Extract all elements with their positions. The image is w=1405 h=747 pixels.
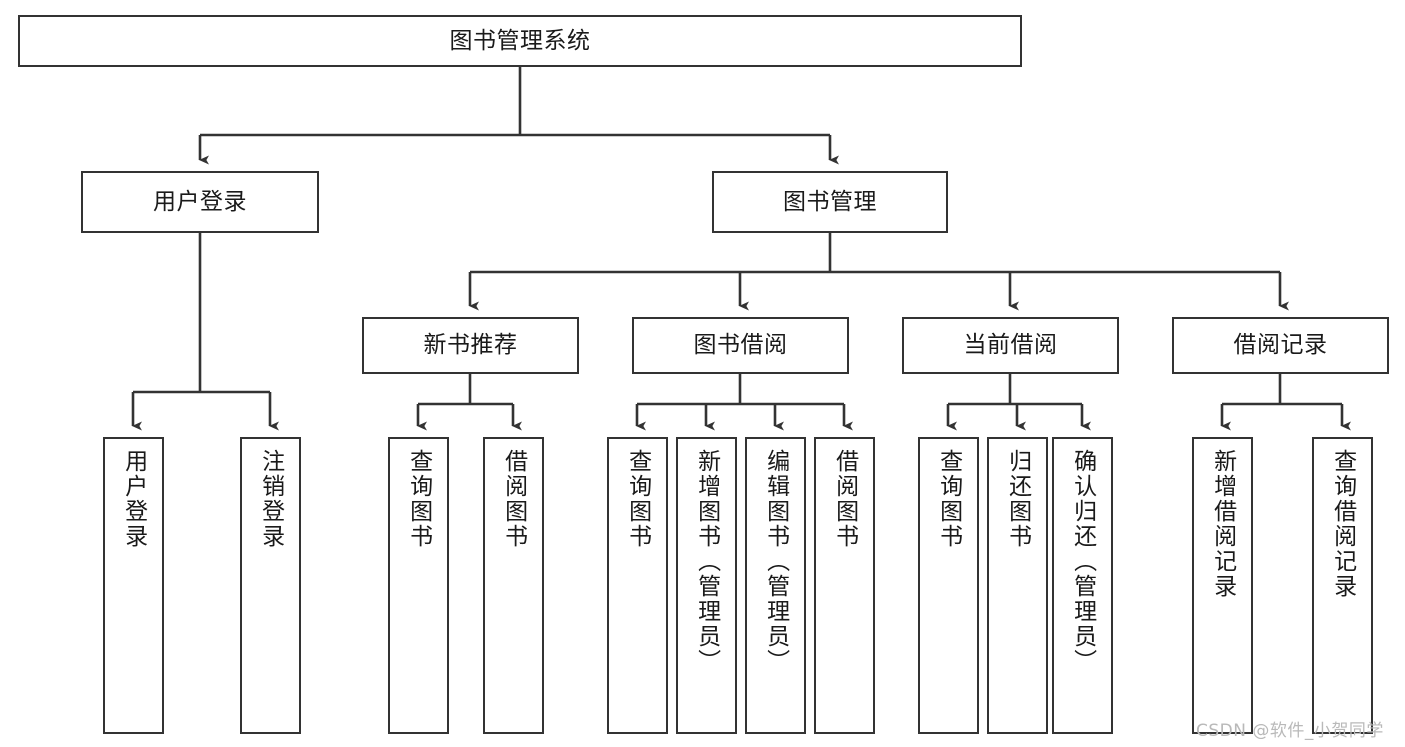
node-leaf-logout[interactable]: 注销登录 [240,437,301,734]
node-leaf-query-book-3[interactable]: 查询图书 [918,437,979,734]
node-label-leaf-query-book-1: 查询图书 [405,449,432,549]
node-label-leaf-query-borrow-record: 查询借阅记录 [1329,449,1356,599]
node-book-manage[interactable]: 图书管理 [712,171,948,233]
node-borrow-record[interactable]: 借阅记录 [1172,317,1389,374]
node-leaf-borrow-book-2[interactable]: 借阅图书 [814,437,875,734]
node-label-leaf-query-book-3: 查询图书 [935,449,962,549]
node-label-current-borrow: 当前借阅 [963,332,1058,359]
node-label-leaf-add-book-admin: 新增图书（管理员） [693,449,720,674]
node-new-book-rec[interactable]: 新书推荐 [362,317,579,374]
node-label-leaf-confirm-return-admin: 确认归还（管理员） [1069,449,1096,674]
node-label-leaf-borrow-book-1: 借阅图书 [500,449,527,549]
node-leaf-edit-book-admin[interactable]: 编辑图书（管理员） [745,437,806,734]
node-label-book-borrow: 图书借阅 [693,332,788,359]
node-user-login[interactable]: 用户登录 [81,171,319,233]
node-leaf-query-book-2[interactable]: 查询图书 [607,437,668,734]
node-leaf-add-borrow-record[interactable]: 新增借阅记录 [1192,437,1253,734]
csdn-watermark: CSDN @软件_小贺同学 [1196,721,1384,741]
node-book-borrow[interactable]: 图书借阅 [632,317,849,374]
node-label-leaf-return-book: 归还图书 [1004,449,1031,549]
node-label-leaf-edit-book-admin: 编辑图书（管理员） [762,449,789,674]
node-label-root: 图书管理系统 [449,27,591,54]
node-leaf-user-login[interactable]: 用户登录 [103,437,164,734]
node-leaf-query-borrow-record[interactable]: 查询借阅记录 [1312,437,1373,734]
node-label-user-login: 用户登录 [153,188,247,215]
node-label-new-book-rec: 新书推荐 [423,332,518,359]
node-label-leaf-logout: 注销登录 [257,449,284,549]
node-label-leaf-borrow-book-2: 借阅图书 [831,449,858,549]
node-current-borrow[interactable]: 当前借阅 [902,317,1119,374]
node-leaf-confirm-return-admin[interactable]: 确认归还（管理员） [1052,437,1113,734]
node-leaf-return-book[interactable]: 归还图书 [987,437,1048,734]
node-label-leaf-add-borrow-record: 新增借阅记录 [1209,449,1236,599]
node-root[interactable]: 图书管理系统 [18,15,1022,67]
node-label-leaf-query-book-2: 查询图书 [624,449,651,549]
node-leaf-query-book-1[interactable]: 查询图书 [388,437,449,734]
node-label-borrow-record: 借阅记录 [1233,332,1328,359]
node-leaf-add-book-admin[interactable]: 新增图书（管理员） [676,437,737,734]
node-label-book-manage: 图书管理 [783,188,877,215]
node-label-leaf-user-login: 用户登录 [120,449,147,549]
node-leaf-borrow-book-1[interactable]: 借阅图书 [483,437,544,734]
